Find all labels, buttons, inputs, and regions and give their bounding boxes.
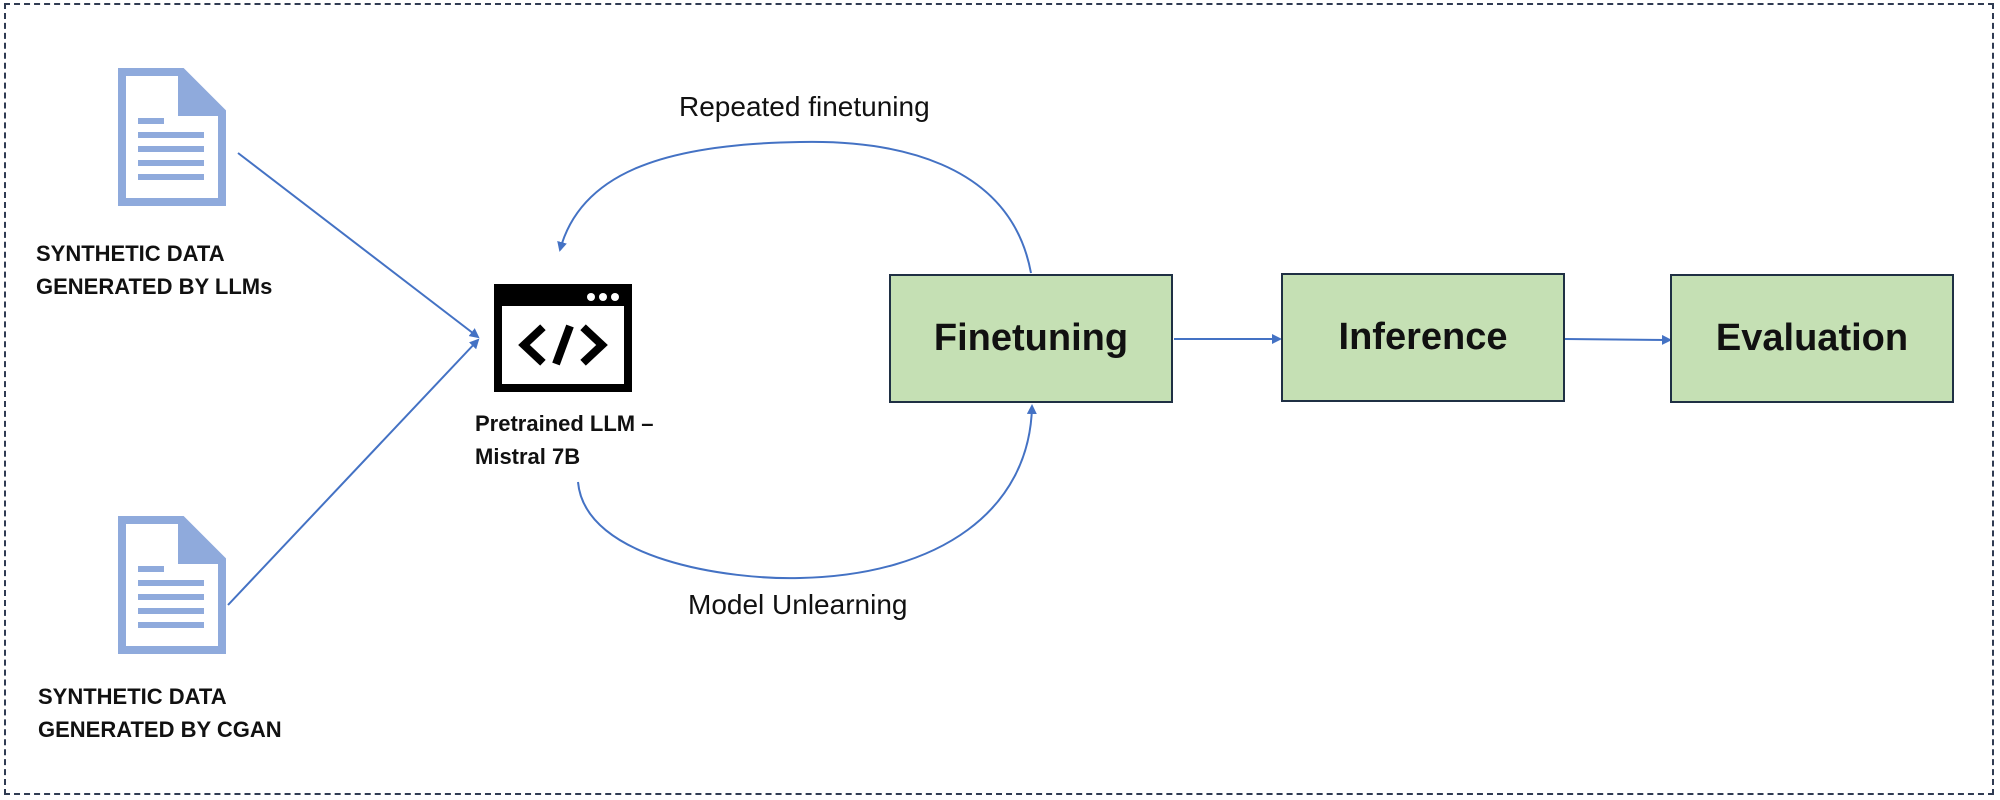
edge-label-repeated-finetuning: Repeated finetuning — [679, 91, 930, 122]
arrow-model-unlearning — [577, 404, 1037, 580]
model-label-line: Pretrained LLM – — [475, 411, 654, 436]
source-label-cgan: SYNTHETIC DATA GENERATED BY CGAN — [38, 680, 282, 746]
edge-label-model-unlearning: Model Unlearning — [688, 589, 908, 620]
diagram-frame — [4, 3, 1994, 795]
model-label-line: Mistral 7B — [475, 444, 581, 469]
document-icon — [118, 68, 226, 206]
source-label-line: SYNTHETIC DATA — [38, 684, 227, 709]
arrow-repeated-finetuning — [557, 140, 1032, 274]
arrow-cgan-data-to-model — [227, 338, 480, 606]
arrow-inference-to-evaluation — [1564, 334, 1672, 345]
code-window-icon — [494, 284, 632, 392]
arrow-llm-data-to-model — [237, 152, 480, 339]
step-evaluation: Evaluation — [1670, 274, 1954, 403]
document-icon — [118, 516, 226, 654]
source-label-line: GENERATED BY LLMs — [36, 274, 273, 299]
source-label-llm: SYNTHETIC DATA GENERATED BY LLMs — [36, 237, 272, 303]
step-inference: Inference — [1281, 273, 1565, 402]
model-label: Pretrained LLM – Mistral 7B — [475, 407, 653, 473]
source-label-line: SYNTHETIC DATA — [36, 241, 225, 266]
step-finetuning: Finetuning — [889, 274, 1173, 403]
source-label-line: GENERATED BY CGAN — [38, 717, 282, 742]
